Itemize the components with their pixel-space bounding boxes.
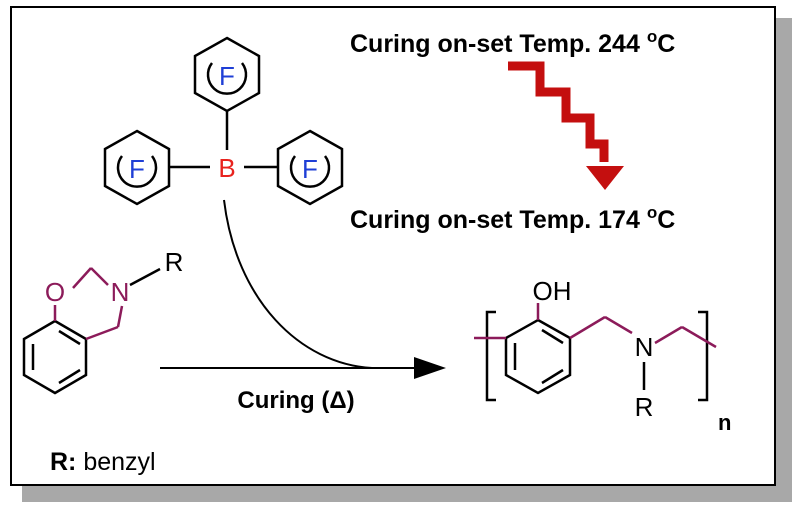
fluorine-label-left: F <box>129 154 145 184</box>
polymer-hydroxyl: OH <box>533 276 572 306</box>
fluorine-label-right: F <box>302 154 318 184</box>
r-group-definition: R: benzyl <box>50 448 156 476</box>
right-aryl-ring <box>276 129 344 206</box>
temp-before-label: Curing on-set Temp. 244 oC <box>350 27 675 58</box>
scheme-frame <box>10 6 776 486</box>
boron-atom: B <box>218 153 235 183</box>
fluorine-label-top: F <box>219 61 235 91</box>
step-down-arrow-head <box>586 166 624 190</box>
monomer-nitrogen: N <box>111 277 130 307</box>
catalyst-curve-arrow <box>223 199 373 369</box>
step-down-arrow <box>508 61 609 162</box>
reaction-arrow-head <box>414 357 446 379</box>
left-aryl-ring <box>103 129 171 206</box>
catalyst-borane <box>103 36 344 206</box>
monomer-substituent: R <box>165 247 184 277</box>
ring-circle-arcs <box>116 62 331 188</box>
reaction-arrow-label: Curing (Δ) <box>237 387 354 414</box>
polymer-nitrogen: N <box>635 332 654 362</box>
polymer-repeat-unit <box>474 303 717 402</box>
monomer-benzoxazine <box>22 267 161 395</box>
polymer-substituent: R <box>635 392 654 422</box>
temp-after-label: Curing on-set Temp. 174 oC <box>350 203 675 234</box>
repeat-unit-subscript: n <box>718 410 731 435</box>
monomer-oxygen: O <box>45 277 65 307</box>
